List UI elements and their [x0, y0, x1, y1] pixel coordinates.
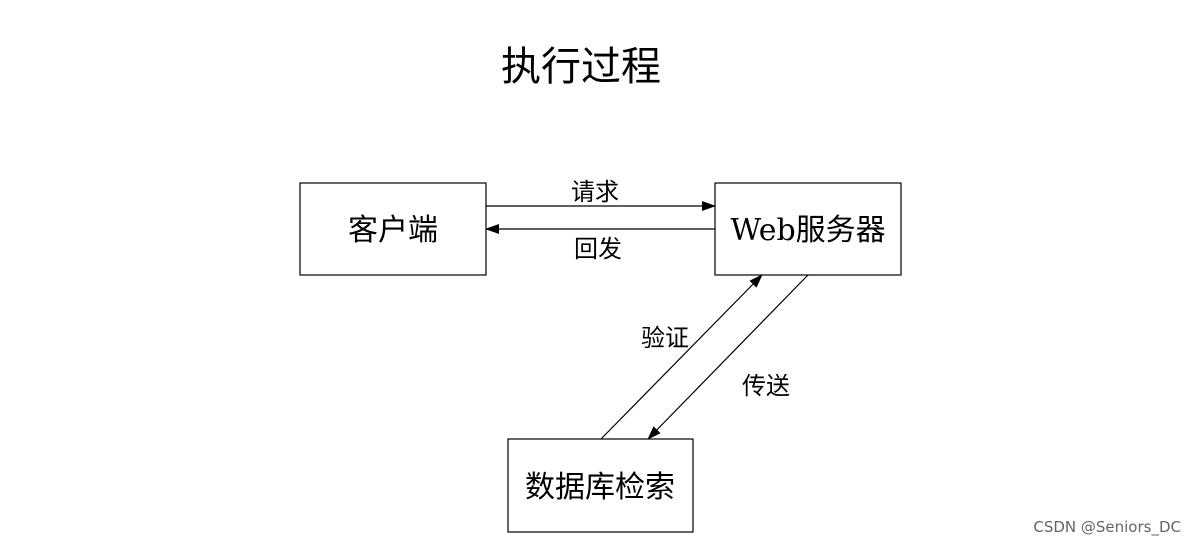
- diagram-title: 执行过程: [501, 44, 661, 90]
- client-node: 客户端: [299, 182, 487, 276]
- db-search-box: [507, 438, 694, 533]
- client-label: 客户端: [348, 213, 438, 248]
- verify-arrow: [600, 274, 763, 440]
- watermark: CSDN @Seniors_DC: [1033, 518, 1181, 537]
- verify-label: 验证: [641, 324, 689, 352]
- transfer-arrow: [647, 274, 809, 440]
- reply-label: 回发: [574, 235, 622, 263]
- db-search-node: 数据库检索: [507, 438, 694, 533]
- db-search-label: 数据库检索: [525, 470, 675, 505]
- transfer-label: 传送: [742, 372, 790, 400]
- client-box: [299, 182, 487, 276]
- web-server-label: Web服务器: [730, 213, 885, 248]
- web-server-node: Web服务器: [714, 182, 902, 276]
- web-server-box: [714, 182, 902, 276]
- request-label: 请求: [571, 178, 619, 206]
